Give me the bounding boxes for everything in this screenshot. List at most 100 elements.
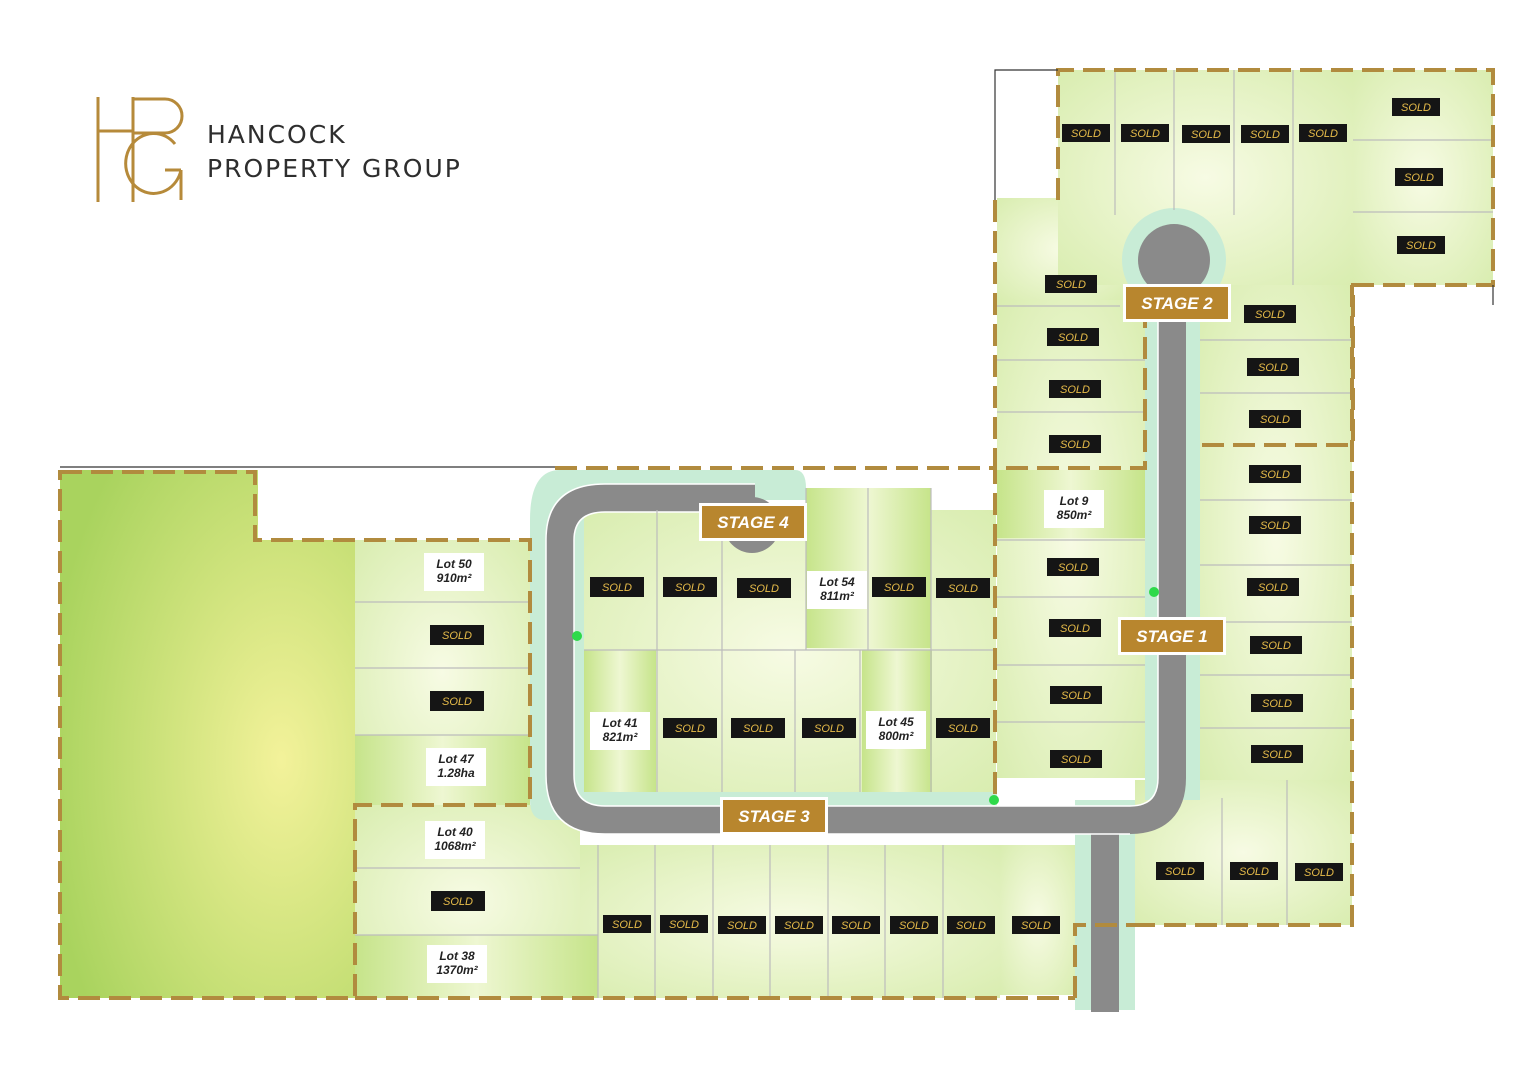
sold-badges: SOLD SOLD SOLD SOLD SOLD SOLD SOLD SOLD SOLD SOLD… — [430, 98, 1445, 934]
sold-label: SOLD — [1262, 698, 1292, 710]
sold-label: SOLD — [612, 919, 642, 931]
lot-number: Lot 45 — [878, 715, 914, 729]
sold-badge: SOLD — [802, 718, 856, 738]
sold-label: SOLD — [1058, 562, 1088, 574]
sold-badge: SOLD — [1121, 124, 1169, 142]
sold-label: SOLD — [814, 723, 844, 735]
lot-number: Lot 41 — [602, 716, 638, 730]
lot-size: 1068m² — [434, 839, 476, 853]
lot-size: 910m² — [437, 571, 473, 585]
sold-label: SOLD — [1260, 469, 1290, 481]
sold-badge: SOLD — [1156, 862, 1204, 880]
lot-number: Lot 47 — [438, 752, 475, 766]
sold-label: SOLD — [1255, 309, 1285, 321]
sold-badge: SOLD — [1241, 125, 1289, 143]
lot-number: Lot 9 — [1060, 494, 1089, 508]
sold-badge: SOLD — [1049, 380, 1101, 398]
sold-badge: SOLD — [1295, 863, 1343, 881]
lot-number: Lot 50 — [436, 557, 472, 571]
sold-label: SOLD — [442, 630, 472, 642]
sold-badge: SOLD — [1251, 694, 1303, 712]
lot-size: 821m² — [603, 730, 639, 744]
sold-badge: SOLD — [731, 718, 785, 738]
hpg-monogram-logo — [96, 97, 184, 202]
sold-badge: SOLD — [947, 916, 995, 934]
sold-badge: SOLD — [663, 718, 717, 738]
sold-badge: SOLD — [430, 691, 484, 711]
sold-label: SOLD — [749, 583, 779, 595]
sold-badge: SOLD — [1047, 558, 1099, 576]
sold-badge: SOLD — [1050, 750, 1102, 768]
sold-label: SOLD — [1061, 754, 1091, 766]
sold-label: SOLD — [1061, 690, 1091, 702]
sold-badge: SOLD — [1249, 516, 1301, 534]
sold-label: SOLD — [727, 920, 757, 932]
sold-badge: SOLD — [1045, 275, 1097, 293]
sold-label: SOLD — [1260, 414, 1290, 426]
stage-name: STAGE 3 — [738, 807, 810, 826]
sold-label: SOLD — [1058, 332, 1088, 344]
sold-label: SOLD — [1261, 640, 1291, 652]
sold-badge: SOLD — [1392, 98, 1440, 116]
sold-label: SOLD — [1308, 128, 1338, 140]
sold-label: SOLD — [669, 919, 699, 931]
road-edge-lines — [545, 300, 1159, 835]
sold-badge: SOLD — [1395, 168, 1443, 186]
stage-name: STAGE 1 — [1136, 627, 1207, 646]
sold-badge: SOLD — [1012, 916, 1060, 934]
sold-label: SOLD — [784, 920, 814, 932]
sold-label: SOLD — [1165, 866, 1195, 878]
lot-size: 1370m² — [436, 963, 478, 977]
brand-line-1: HANCOCK — [207, 120, 347, 149]
sold-label: SOLD — [899, 920, 929, 932]
sold-label: SOLD — [841, 920, 871, 932]
sold-label: SOLD — [1239, 866, 1269, 878]
sold-badge: SOLD — [1049, 435, 1101, 453]
sold-label: SOLD — [1056, 279, 1086, 291]
sold-badge: SOLD — [590, 577, 644, 597]
sold-label: SOLD — [1250, 129, 1280, 141]
sold-badge: SOLD — [663, 577, 717, 597]
sold-badge: SOLD — [936, 718, 990, 738]
lot-boundaries — [355, 70, 1493, 998]
site-outline — [60, 69, 1494, 468]
sold-badge: SOLD — [872, 577, 926, 597]
sold-label: SOLD — [956, 920, 986, 932]
sold-badge: SOLD — [431, 891, 485, 911]
sold-badge: SOLD — [775, 916, 823, 934]
brand-name: HANCOCK PROPERTY GROUP — [207, 118, 462, 186]
sold-badge: SOLD — [1062, 124, 1110, 142]
stage-label: STAGE 3 — [720, 797, 828, 835]
sold-badge: SOLD — [1249, 465, 1301, 483]
sold-label: SOLD — [948, 723, 978, 735]
lot-number: Lot 38 — [439, 949, 475, 963]
sold-badge: SOLD — [660, 915, 708, 933]
sold-label: SOLD — [1060, 439, 1090, 451]
stage-name: STAGE 2 — [1141, 294, 1213, 313]
sold-label: SOLD — [442, 696, 472, 708]
sold-badge: SOLD — [890, 916, 938, 934]
stage-boundaries — [58, 68, 1495, 1000]
sold-label: SOLD — [675, 582, 705, 594]
sold-label: SOLD — [884, 582, 914, 594]
available-lot-label[interactable]: Lot 471.28ha — [426, 748, 486, 786]
sold-label: SOLD — [602, 582, 632, 594]
stage-label: STAGE 1 — [1118, 617, 1226, 655]
sold-label: SOLD — [1130, 128, 1160, 140]
sold-badge: SOLD — [1047, 328, 1099, 346]
sold-badge: SOLD — [832, 916, 880, 934]
sold-badge: SOLD — [1247, 578, 1299, 596]
lot-number: Lot 40 — [437, 825, 473, 839]
sold-label: SOLD — [443, 896, 473, 908]
sold-badge: SOLD — [1251, 745, 1303, 763]
sold-badge: SOLD — [737, 578, 791, 598]
